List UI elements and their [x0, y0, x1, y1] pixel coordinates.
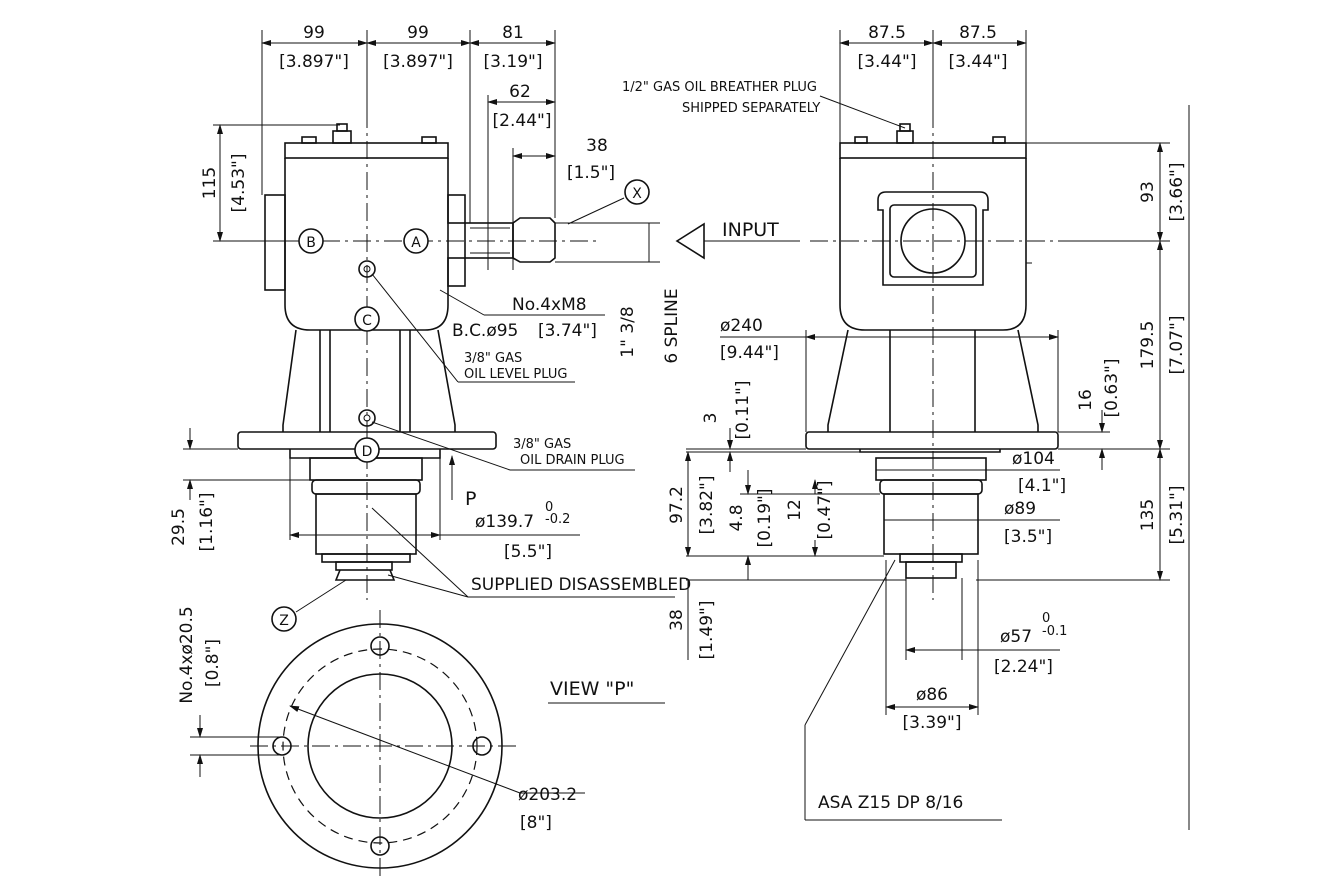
dim-38-lower: 38 — [667, 609, 687, 631]
dim-12-inch: [0.47"] — [815, 481, 835, 540]
dim-dia-139-7-inch: [5.5"] — [504, 542, 552, 562]
oil-level-label-2: OIL LEVEL PLUG — [464, 367, 567, 382]
callout-d: D — [362, 444, 373, 460]
dim-12: 12 — [785, 499, 805, 521]
dim-dia-89-inch: [3.5"] — [1004, 527, 1052, 547]
dim-dia-240: ø240 — [720, 316, 763, 336]
spline-count: 6 SPLINE — [662, 288, 682, 363]
gear-spec-label: ASA Z15 DP 8/16 — [818, 793, 963, 813]
dim-179-5-inch: [7.07"] — [1167, 316, 1187, 375]
supplied-disassembled-label: SUPPLIED DISASSEMBLED — [471, 575, 691, 595]
dim-dia-57-tol-top: 0 — [1042, 611, 1050, 626]
dim-87-5-right-inch: [3.44"] — [949, 52, 1008, 72]
dim-3-inch: [0.11"] — [733, 381, 753, 440]
dim-38-lower-inch: [1.49"] — [697, 601, 717, 660]
view-p-arrow-label: P — [465, 488, 476, 510]
dim-hole-dia-inch: [0.8"] — [203, 639, 223, 687]
dim-135: 135 — [1138, 499, 1158, 531]
dim-dia-57: ø57 — [1000, 627, 1032, 647]
dim-16-inch: [0.63"] — [1102, 359, 1122, 418]
breather-plug-label-1: 1/2" GAS OIL BREATHER PLUG — [622, 80, 817, 95]
callout-a: A — [411, 235, 421, 251]
dim-16: 16 — [1076, 389, 1096, 411]
dim-dia-139-7: ø139.7 — [475, 512, 534, 532]
dim-87-5-right: 87.5 — [959, 23, 997, 43]
view-p-title: VIEW "P" — [550, 678, 634, 700]
dim-4-8: 4.8 — [727, 504, 747, 531]
side-view-dimensions: 87.5 [3.44"] 87.5 [3.44"] 1/2" GAS OIL B… — [622, 23, 1190, 830]
oil-drain-label-2: OIL DRAIN PLUG — [520, 453, 625, 468]
dim-dia-86-inch: [3.39"] — [903, 713, 962, 733]
dim-dia-57-tol-bot: -0.1 — [1042, 624, 1067, 639]
callout-z: Z — [279, 613, 289, 629]
oil-drain-label-1: 3/8" GAS — [513, 437, 571, 452]
front-view-dimensions: 99 [3.897"] 99 [3.897"] 81 [3.19"] 62 [2… — [169, 23, 691, 613]
dim-99-left: 99 — [303, 23, 325, 43]
dim-93: 93 — [1138, 181, 1158, 203]
dim-179-5: 179.5 — [1138, 321, 1158, 370]
oil-level-label-1: 3/8" GAS — [464, 351, 522, 366]
dim-dia-104: ø104 — [1012, 449, 1055, 469]
dim-99-right-inch: [3.897"] — [383, 52, 453, 72]
dim-dia-57-inch: [2.24"] — [994, 657, 1053, 677]
dim-115-inch: [4.53"] — [229, 154, 249, 213]
view-p-flange: ø203.2 [8"] No.4xø20.5 [0.8"] VIEW "P" — [177, 606, 665, 880]
dim-dia-86: ø86 — [916, 685, 948, 705]
dim-3: 3 — [701, 413, 721, 424]
dim-29-5-inch: [1.16"] — [197, 493, 217, 552]
breather-plug-label-2: SHIPPED SEPARATELY — [682, 101, 820, 116]
dim-dia-104-inch: [4.1"] — [1018, 476, 1066, 496]
dim-115: 115 — [200, 167, 220, 199]
dim-87-5-left: 87.5 — [868, 23, 906, 43]
dim-97-2: 97.2 — [667, 486, 687, 524]
thread-label: No.4xM8 — [512, 295, 587, 315]
dim-29-5: 29.5 — [169, 508, 189, 546]
dim-97-2-inch: [3.82"] — [697, 476, 717, 535]
dim-hole-dia: No.4xø20.5 — [177, 606, 197, 703]
dim-99-left-inch: [3.897"] — [279, 52, 349, 72]
dim-dia-240-inch: [9.44"] — [720, 343, 779, 363]
input-label: INPUT — [722, 219, 779, 241]
dim-4-8-inch: [0.19"] — [755, 489, 775, 548]
spline-size: 1" 3/8 — [618, 306, 638, 357]
callout-x: X — [632, 186, 642, 202]
dim-87-5-left-inch: [3.44"] — [858, 52, 917, 72]
dim-81-inch: [3.19"] — [484, 52, 543, 72]
dim-99-right: 99 — [407, 23, 429, 43]
callout-c: C — [362, 313, 372, 329]
dim-135-inch: [5.31"] — [1167, 486, 1187, 545]
side-view: INPUT — [675, 110, 1060, 600]
dim-dia-89: ø89 — [1004, 499, 1036, 519]
bolt-circle-label: B.C.ø95 — [452, 321, 518, 341]
dim-dia-203-2-inch: [8"] — [520, 813, 552, 833]
dim-dia-139-7-tol-top: 0 — [545, 500, 553, 515]
front-view-callouts: B A C D X Z — [271, 179, 650, 632]
dim-62: 62 — [509, 82, 531, 102]
dim-81: 81 — [502, 23, 524, 43]
dim-38: 38 — [586, 136, 608, 156]
dim-93-inch: [3.66"] — [1167, 163, 1187, 222]
callout-b: B — [306, 235, 316, 251]
dim-dia-203-2: ø203.2 — [518, 785, 577, 805]
dim-62-inch: [2.44"] — [493, 111, 552, 131]
dim-38-inch: [1.5"] — [567, 163, 615, 183]
dim-dia-139-7-tol-bot: -0.2 — [545, 512, 570, 527]
bolt-circle-inch: [3.74"] — [538, 321, 597, 341]
